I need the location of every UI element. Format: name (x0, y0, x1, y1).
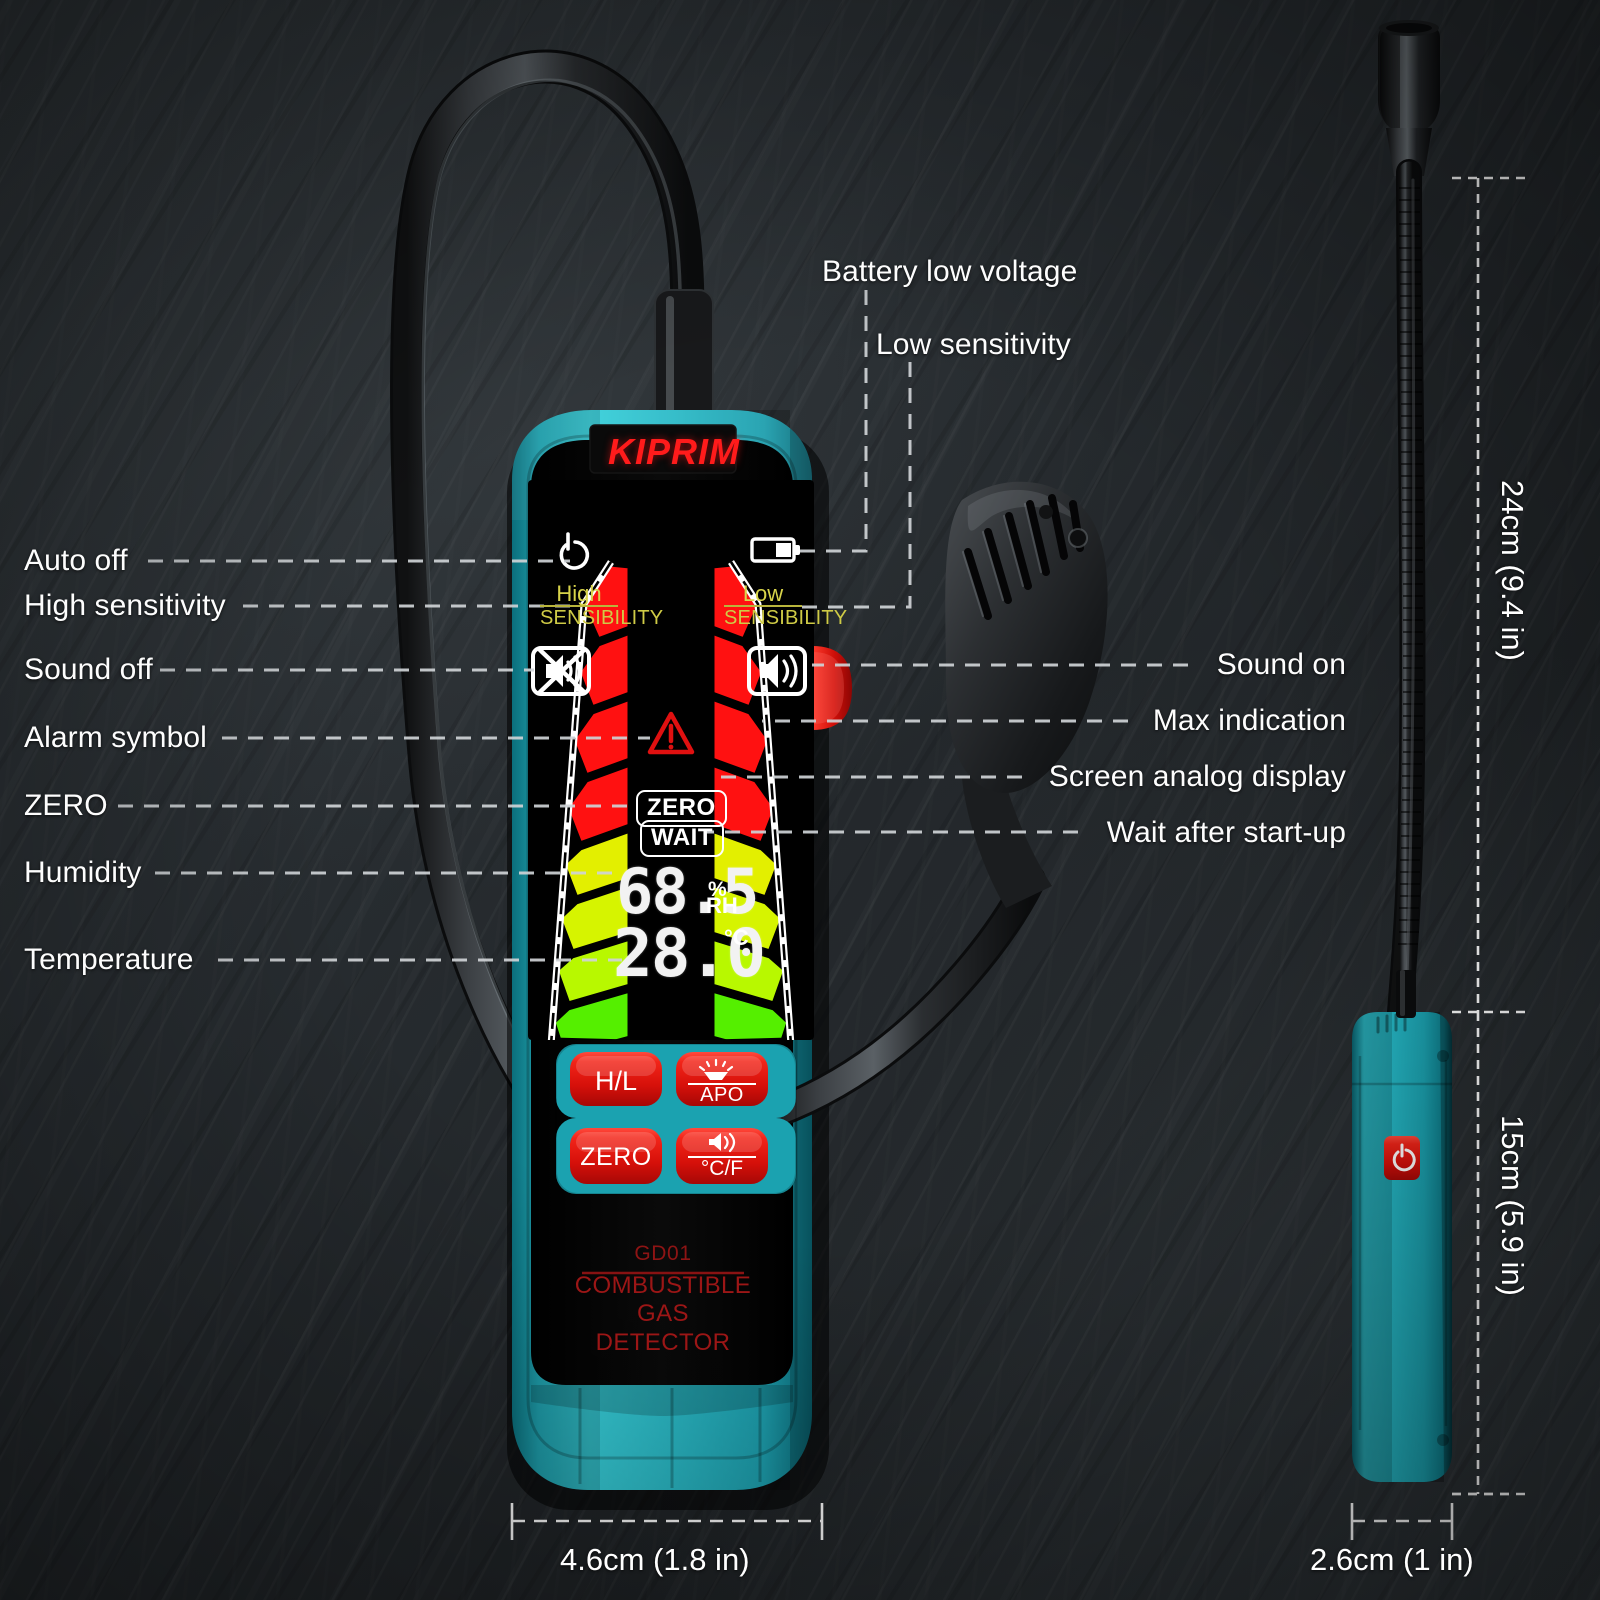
sensitivity-left-top: High (556, 581, 602, 606)
sensitivity-left-bottom: SENSIBILITY (540, 605, 664, 630)
humidity-value: 68.5 (616, 855, 759, 928)
dimension-probe-length: 24cm (9.4 in) (1495, 480, 1530, 661)
annotation-sound-off: Sound off (24, 653, 153, 686)
battery-low-icon (750, 537, 800, 563)
humidity-unit-rh: RH (706, 893, 738, 918)
status-pill-wait: WAIT (640, 820, 724, 857)
bargraph-right (709, 560, 795, 1040)
sensor-vent-slots (964, 494, 1084, 620)
annotation-max-indication: Max indication (1152, 704, 1346, 737)
annotation-humidity: Humidity (24, 856, 142, 889)
lcd-screen (528, 480, 814, 1040)
power-standby-icon (559, 532, 590, 570)
speaker-on-icon (747, 646, 807, 696)
power-button[interactable] (1384, 1136, 1420, 1180)
annotation-alarm-symbol: Alarm symbol (24, 721, 207, 754)
button-cf[interactable] (676, 1128, 768, 1184)
warning-triangle-icon (647, 711, 695, 755)
dimension-body-length: 15cm (5.9 in) (1495, 1115, 1530, 1296)
sensitivity-right-top: Low (742, 581, 784, 606)
button-zero[interactable] (570, 1128, 662, 1184)
dimension-front-width: 4.6cm (1.8 in) (560, 1542, 750, 1577)
annotation-wait-after-startup: Wait after start-up (1106, 816, 1346, 849)
button-apo-label[interactable]: APO (700, 1084, 744, 1106)
dimension-lines (510, 176, 1532, 1540)
product-name-line2: DETECTOR (595, 1328, 731, 1356)
annotation-low-sensitivity: Low sensitivity (876, 328, 1071, 361)
product-name-line1: COMBUSTIBLE GAS (574, 1272, 752, 1328)
bottom-grip-seams (578, 1388, 762, 1488)
annotation-auto-off: Auto off (24, 544, 128, 577)
annotation-zero: ZERO (24, 789, 108, 822)
backlight-icon (698, 1058, 734, 1072)
button-apo[interactable] (676, 1052, 768, 1106)
dimension-side-width: 2.6cm (1 in) (1310, 1542, 1474, 1577)
annotation-screen-analog-display: Screen analog display (1048, 760, 1346, 793)
flexible-gooseneck-hose (390, 49, 705, 1177)
bargraph-left (547, 560, 633, 1040)
power-button-side (812, 646, 852, 730)
button-cf-label[interactable]: °C/F (700, 1157, 744, 1180)
status-pill-zero: ZERO (636, 790, 727, 827)
temperature-value: 28.0 (613, 915, 766, 992)
temperature-unit: °C (724, 925, 749, 950)
sensitivity-right-block: Low SENSIBILITY (724, 581, 848, 630)
leader-low-sensitivity (800, 362, 912, 609)
sensitivity-right-bottom: SENSIBILITY (724, 605, 848, 630)
annotation-battery-low-voltage: Battery low voltage (822, 255, 1078, 288)
brand-logo: KIPRIM (608, 431, 740, 472)
device-body-side (1352, 970, 1452, 1482)
hose-strain-relief (654, 289, 714, 427)
button-hl[interactable] (570, 1052, 662, 1106)
sensitivity-left-block: High SENSIBILITY (540, 581, 664, 630)
model-number: GD01 (634, 1242, 692, 1265)
button-hl-label[interactable]: H/L (594, 1066, 638, 1096)
annotation-sound-on: Sound on (1216, 648, 1346, 681)
annotation-high-sensitivity: High sensitivity (24, 589, 226, 622)
annotation-temperature: Temperature (24, 943, 194, 976)
speaker-icon (709, 1132, 736, 1153)
side-view-probe (1378, 20, 1440, 1025)
humidity-unit-percent: % (708, 878, 727, 901)
sensor-head-assembly (744, 481, 1108, 1134)
product-name: COMBUSTIBLE GAS DETECTOR (552, 1272, 774, 1357)
button-zero-label[interactable]: ZERO (580, 1143, 652, 1171)
leader-lines (118, 290, 1188, 962)
leader-battery (790, 290, 868, 553)
